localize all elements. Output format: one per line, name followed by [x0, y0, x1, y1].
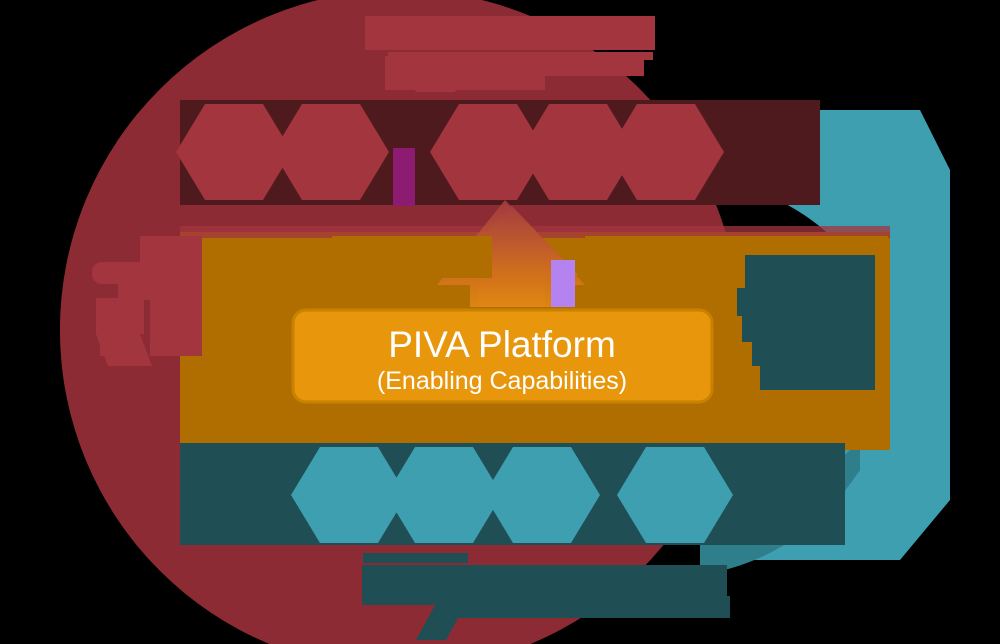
top-hexagon-5-partial	[176, 104, 292, 200]
right-label-redacted	[737, 255, 875, 390]
piva-box-title: PIVA Platform	[388, 324, 616, 365]
top-accent-marker	[393, 148, 415, 206]
bottom-capability-band	[180, 443, 845, 545]
top-hexagon-3	[520, 104, 636, 200]
top-hexagon-row	[176, 104, 724, 200]
top-label-redacted	[365, 16, 655, 92]
piva-platform-box[interactable]: PIVA Platform (Enabling Capabilities)	[290, 307, 715, 405]
left-disc-edge-highlights	[60, 100, 185, 594]
left-label-redacted	[92, 236, 202, 366]
center-up-arrow	[437, 200, 585, 335]
top-capability-band	[176, 100, 820, 206]
bottom-label-redacted	[362, 553, 730, 640]
bottom-hexagon-2	[386, 447, 502, 543]
bottom-hexagon-3	[484, 447, 600, 543]
bottom-hexagon-row	[291, 447, 733, 543]
bottom-hexagon-4	[617, 447, 733, 543]
top-hexagon-1	[273, 104, 389, 200]
top-hexagon-2	[430, 104, 546, 200]
bottom-hexagon-1	[291, 447, 407, 543]
piva-box-subtitle: (Enabling Capabilities)	[377, 367, 627, 395]
middle-accent-marker	[551, 260, 575, 312]
piva-box-fill	[291, 308, 714, 404]
top-hexagon-4	[608, 104, 724, 200]
